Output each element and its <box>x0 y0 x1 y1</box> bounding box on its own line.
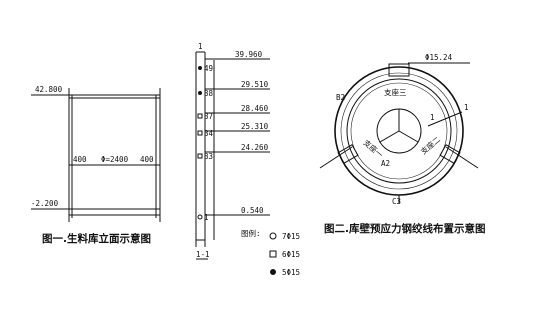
marker-label-4: 34 <box>204 129 214 138</box>
legend: 图例: 7Φ15 6Φ15 5Φ15 <box>241 228 300 277</box>
anchor-line-right <box>445 146 479 169</box>
c3-label: C3 <box>392 197 401 206</box>
marker-label-6: 1 <box>204 213 209 222</box>
buttress-top <box>388 63 410 77</box>
dim-left-label: 400 <box>73 155 87 164</box>
legend-dot-icon <box>270 269 276 275</box>
level-label-2: 29.510 <box>241 80 269 89</box>
section-mark-label: 1-1 <box>196 250 210 259</box>
marker-dot <box>198 66 202 70</box>
ring-4 <box>350 82 448 180</box>
support-two-label: 支座二 <box>418 134 442 156</box>
level-label-6: 0.540 <box>241 206 264 215</box>
marker-dot <box>198 91 202 95</box>
ring-3 <box>346 78 452 184</box>
legend-circle-icon <box>269 232 277 240</box>
support-three-label: 支座三 <box>384 87 407 97</box>
marker-square <box>197 113 203 119</box>
level-label-1: 39.960 <box>235 50 263 59</box>
section-one-b: 1 <box>464 103 469 112</box>
diameter-label: Φ15.24 <box>425 53 453 62</box>
b2-label: B2 <box>336 93 345 102</box>
column-top-mark: 1 <box>198 42 203 51</box>
marker-circle <box>197 214 203 220</box>
column-section: 1 1-1 39.960 29.510 28.460 25.310 24.260… <box>195 42 270 260</box>
dim-right-label: 400 <box>140 155 154 164</box>
buttress-left <box>337 144 359 164</box>
section-one-a: 1 <box>430 113 435 122</box>
marker-square <box>197 153 203 159</box>
legend-title: 图例: <box>241 228 261 238</box>
anchor-line-left <box>319 146 353 169</box>
level-label-5: 24.260 <box>241 143 269 152</box>
marker-label-2: 38 <box>204 89 214 98</box>
marker-label-3: 37 <box>204 112 213 121</box>
dim-mid-label: Φ=2400 <box>101 155 129 164</box>
divider-left <box>379 130 400 143</box>
marker-label-1: 49 <box>204 64 213 73</box>
legend-label-1: 7Φ15 <box>282 232 300 241</box>
elev-bottom-label: -2.200 <box>31 199 59 208</box>
ring-2 <box>340 72 458 190</box>
marker-label-5: 33 <box>204 152 213 161</box>
figure-2-plan: Φ15.24 1 1 支座三 B2 A2 C3 支座一 支座二 图二.库壁预应力… <box>319 53 486 235</box>
legend-square-icon <box>269 250 277 258</box>
level-label-4: 25.310 <box>241 122 269 131</box>
elev-top-label: 42.800 <box>35 85 63 94</box>
figure-1-caption: 图一.生料库立面示意图 <box>42 232 151 245</box>
figure-1-elevation: 42.800 400 Φ=2400 400 -2.200 图一.生料库立面示意图 <box>31 85 161 245</box>
legend-label-3: 5Φ15 <box>282 268 300 277</box>
marker-square <box>197 130 203 136</box>
level-label-3: 28.460 <box>241 104 269 113</box>
section-line <box>427 111 463 127</box>
buttress-right <box>439 144 461 164</box>
legend-label-2: 6Φ15 <box>282 250 300 259</box>
figure-2-caption: 图二.库壁预应力钢绞线布置示意图 <box>324 222 486 235</box>
divider-right <box>398 130 419 143</box>
a2-label: A2 <box>381 159 390 168</box>
